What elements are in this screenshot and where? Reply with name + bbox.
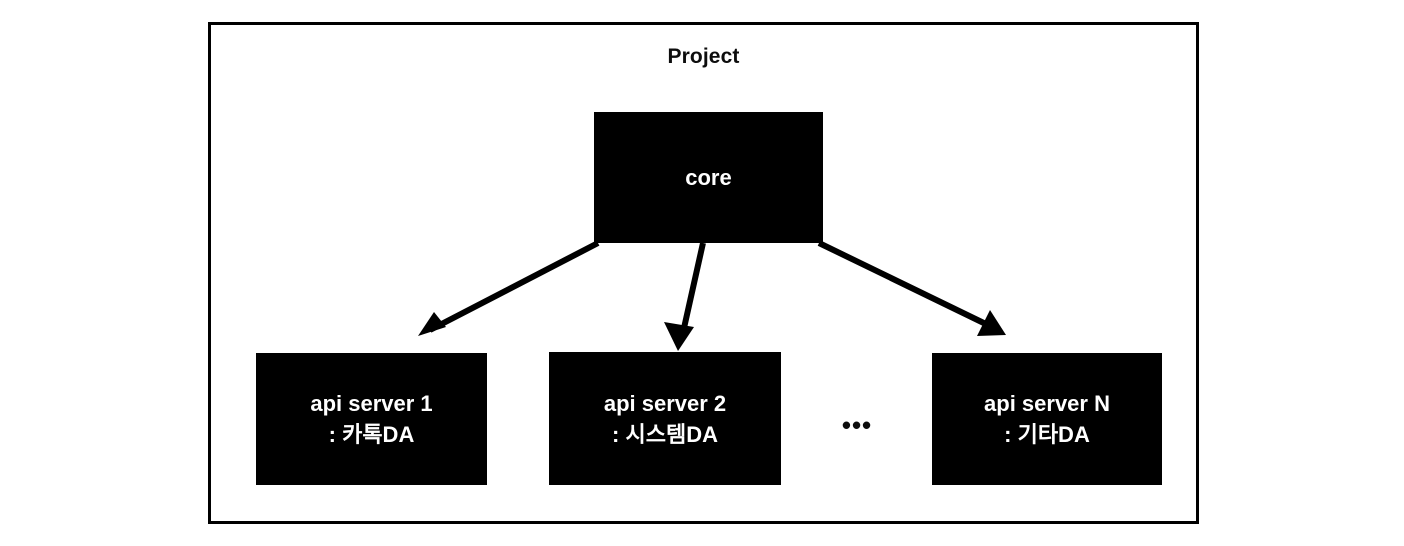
node-api-server-1-label: api server 1 xyxy=(310,391,433,416)
ellipsis-indicator: ••• xyxy=(841,410,873,440)
node-core-label: core xyxy=(685,165,732,190)
node-core-text: core xyxy=(685,162,731,193)
node-api-server-1[interactable]: api server 1 : 카톡DA xyxy=(256,353,487,485)
node-api-server-1-sublabel: : 카톡DA xyxy=(328,422,415,447)
node-core[interactable]: core xyxy=(594,112,823,243)
node-api-server-n-label: api server N xyxy=(984,391,1110,416)
node-api-server-2-text: api server 2 : 시스템DA xyxy=(604,388,726,450)
node-api-server-n-sublabel: : 기타DA xyxy=(1004,422,1090,447)
node-api-server-2-label: api server 2 xyxy=(603,390,727,416)
node-api-server-n[interactable]: api server N : 기타DA xyxy=(932,353,1162,485)
node-api-server-n-text: api server N : 기타DA xyxy=(984,388,1110,450)
node-api-server-2[interactable]: api server 2 : 시스템DA xyxy=(549,352,781,485)
project-title: Project xyxy=(667,45,740,68)
node-api-server-1-text: api server 1 : 카톡DA xyxy=(310,388,432,450)
node-api-server-2-sublabel: : 시스템DA xyxy=(612,421,718,447)
